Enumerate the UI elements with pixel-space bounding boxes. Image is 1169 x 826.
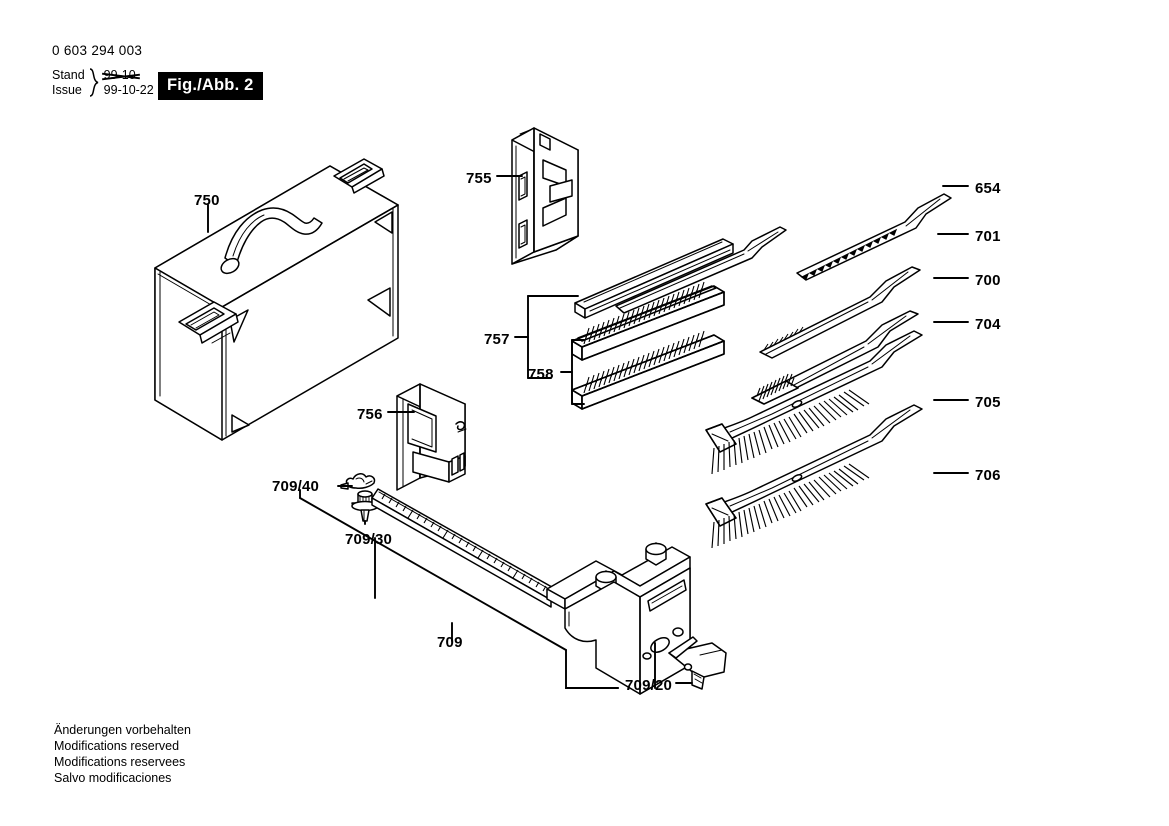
rail-scale <box>381 493 547 592</box>
case-latch-top <box>333 158 385 194</box>
label-stand: Stand <box>52 68 85 82</box>
label-issue: Issue <box>52 82 82 97</box>
pad-bristles-lower <box>583 330 705 394</box>
footer-line-de: Änderungen vorbehalten <box>54 723 191 737</box>
saw-blade <box>615 226 787 314</box>
callout-knurled-knob: 709/30 <box>345 531 393 548</box>
callout-wire-brush-wide: 706 <box>975 467 1001 484</box>
fence-head-block <box>546 542 691 695</box>
callout-holder-bracket-lower: 756 <box>357 406 383 423</box>
clamp-lever <box>668 636 727 690</box>
footer-line-es: Salvo modificaciones <box>54 771 172 785</box>
callout-flat-plate: 757 <box>484 331 510 348</box>
wire-brush-medium <box>705 330 923 475</box>
knurl-700 <box>763 326 804 351</box>
guide-rail <box>371 488 560 608</box>
callout-carrying-case: 750 <box>194 192 220 209</box>
date-superseded: 99-10 <box>103 68 136 82</box>
brush-bristles-705 <box>711 389 870 475</box>
pad-bristles-upper <box>583 281 705 345</box>
scraper-blade <box>759 266 921 359</box>
bristle-pad-upper <box>571 281 725 361</box>
wire-brush-wide <box>705 404 923 549</box>
wing-nut <box>340 473 376 490</box>
leader-lines <box>207 175 969 689</box>
callout-holder-bracket-upper: 755 <box>466 170 492 187</box>
revision-dates: 99-10 99-10-22 <box>104 68 154 97</box>
callout-wing-nut: 709/40 <box>272 478 320 495</box>
blade-teeth <box>800 228 898 280</box>
holder-bracket-upper <box>511 127 579 265</box>
case-latch-front <box>178 301 239 344</box>
footer-notes: Änderungen vorbehalten Modifications res… <box>54 722 191 786</box>
callout-guide-rail-assembly: 709 <box>437 634 463 651</box>
callout-narrow-wire-brush: 704 <box>975 316 1001 333</box>
callout-serrated-blade: 701 <box>975 228 1001 245</box>
narrow-wire-brush <box>751 310 919 405</box>
brace-icon <box>88 68 100 97</box>
callout-clamp-lever: 709/20 <box>625 677 673 694</box>
flat-plate <box>574 238 734 319</box>
footer-line-fr: Modifications reservees <box>54 755 186 769</box>
footer-line-en: Modifications reserved <box>54 739 180 753</box>
callout-saw-blade: 654 <box>975 180 1001 197</box>
revision-labels: Stand Issue <box>52 68 85 97</box>
holder-bracket-lower <box>396 383 467 491</box>
revision-block: Stand Issue 99-10 99-10-22 <box>52 68 154 97</box>
brush-bristles-706 <box>711 463 870 549</box>
callout-bristle-pad-pair: 758 <box>528 366 554 383</box>
callout-wire-brush-medium: 705 <box>975 394 1001 411</box>
part-number: 0 603 294 003 <box>52 43 143 58</box>
carrying-case <box>154 158 399 441</box>
serrated-blade <box>796 193 952 281</box>
figure-badge: Fig./Abb. 2 <box>158 72 263 100</box>
date-current: 99-10-22 <box>103 82 154 97</box>
callout-scraper-blade: 700 <box>975 272 1001 289</box>
